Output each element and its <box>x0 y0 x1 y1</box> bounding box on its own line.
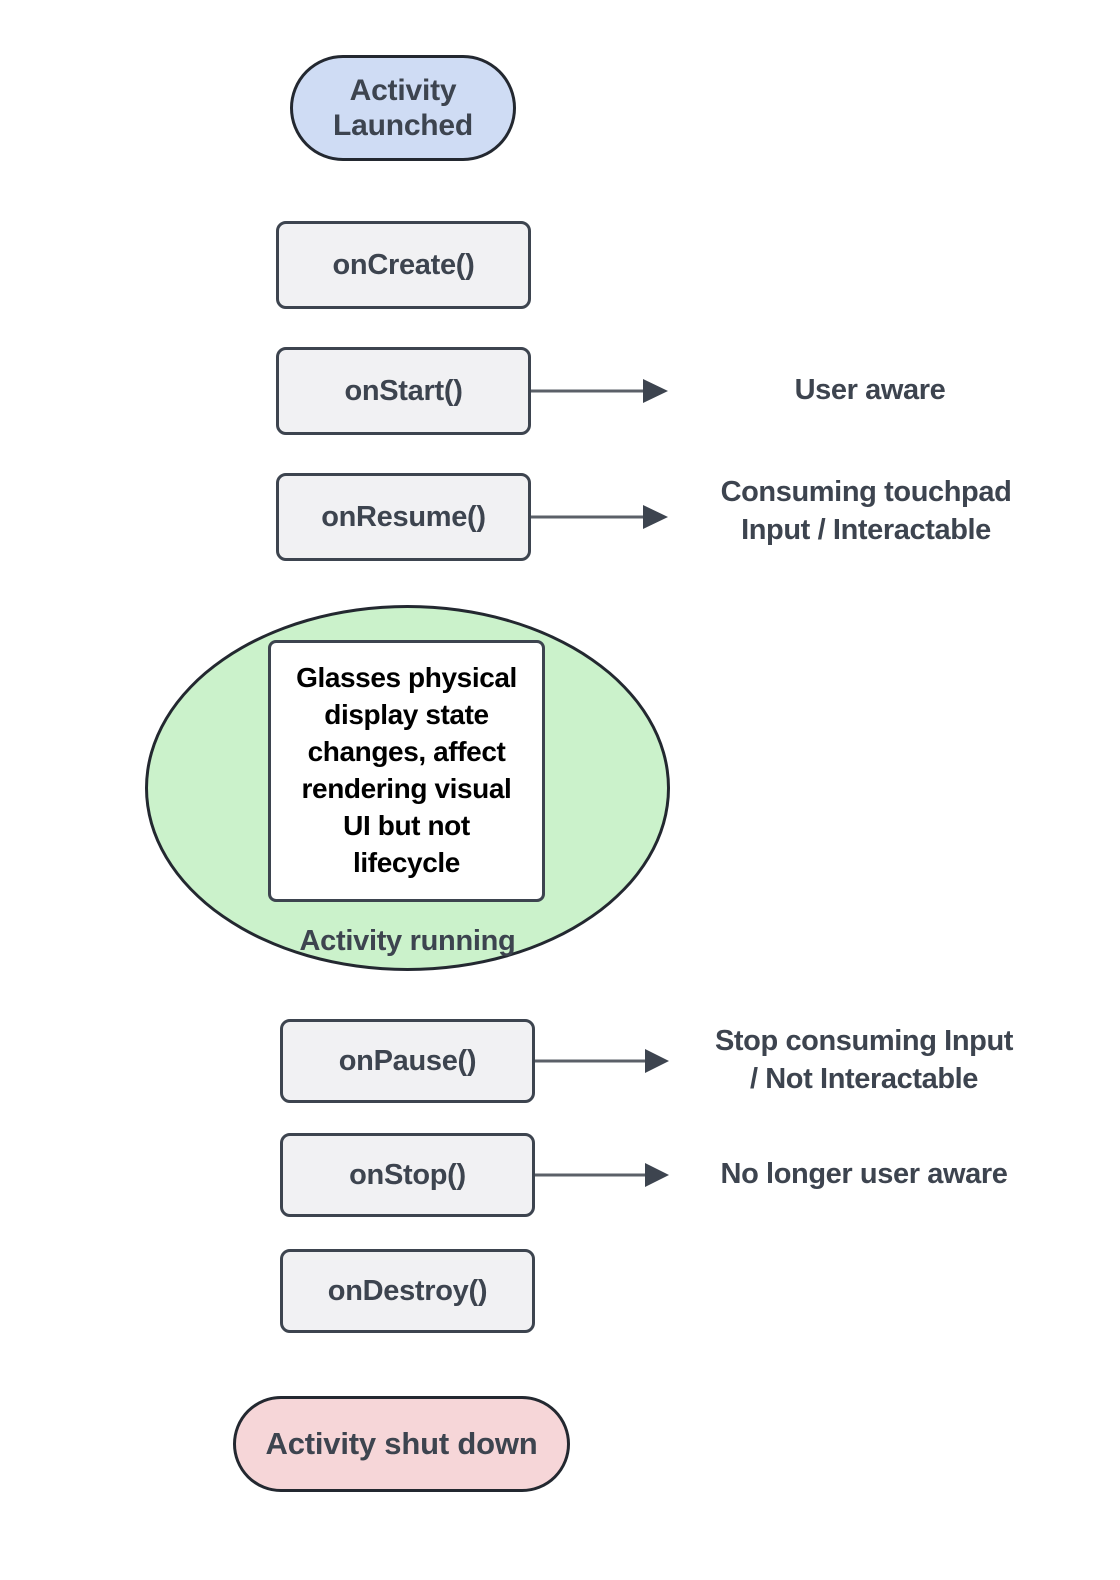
annotation-stop-consuming-line-2: / Not Interactable <box>749 1062 979 1095</box>
activity-launched-label: Activity Launched <box>333 73 473 144</box>
annotation-user-aware-text: User aware <box>794 374 946 407</box>
annotation-consuming-input-line-1: Consuming touchpad <box>720 476 1012 508</box>
activity-running-caption: Activity running <box>145 925 670 958</box>
lifecycle-box-ondestroy[interactable]: onDestroy() <box>280 1249 535 1333</box>
arrow-onresume-to-consuming-input <box>531 501 671 533</box>
activity-launched-line-2: Launched <box>332 109 474 142</box>
annotation-no-longer-user-aware-text: No longer user aware <box>720 1158 1008 1191</box>
lifecycle-box-onstop[interactable]: onStop() <box>280 1133 535 1217</box>
annotation-no-longer-user-aware: No longer user aware <box>684 1152 1044 1198</box>
annotation-consuming-input: Consuming touchpad Input / Interactable <box>690 474 1042 558</box>
note-line-3: changes, affect <box>307 736 506 768</box>
annotation-stop-consuming-input: Stop consuming Input / Not Interactable <box>684 1023 1044 1107</box>
lifecycle-box-onresume[interactable]: onResume() <box>276 473 531 561</box>
glasses-display-note-text: Glasses physical display state changes, … <box>296 660 517 882</box>
arrow-onstart-to-user-aware <box>531 375 671 407</box>
arrow-onpause-to-stop-consuming <box>535 1045 675 1077</box>
lifecycle-box-onstart-label: onStart() <box>344 374 463 407</box>
lifecycle-box-onstop-label: onStop() <box>349 1158 466 1191</box>
activity-shutdown-node: Activity shut down <box>233 1396 570 1492</box>
note-line-5: UI but not <box>343 809 470 841</box>
lifecycle-box-onresume-label: onResume() <box>321 500 486 533</box>
lifecycle-box-oncreate-label: onCreate() <box>332 248 475 281</box>
note-line-6: lifecycle <box>353 846 460 878</box>
annotation-stop-consuming-line-1: Stop consuming Input <box>714 1025 1014 1057</box>
activity-running-caption-text: Activity running <box>299 925 516 957</box>
glasses-display-note-box: Glasses physical display state changes, … <box>268 640 545 902</box>
note-line-2: display state <box>324 699 489 731</box>
activity-launched-node: Activity Launched <box>290 55 516 161</box>
lifecycle-box-onpause-label: onPause() <box>338 1044 477 1077</box>
annotation-consuming-input-line-2: Input / Interactable <box>741 513 991 546</box>
note-line-4: rendering visual <box>301 773 512 804</box>
lifecycle-box-onstart[interactable]: onStart() <box>276 347 531 435</box>
note-line-1: Glasses physical <box>296 662 517 694</box>
activity-shutdown-label: Activity shut down <box>265 1425 538 1461</box>
activity-launched-line-1: Activity <box>349 73 457 107</box>
annotation-user-aware: User aware <box>690 368 1050 414</box>
lifecycle-box-onpause[interactable]: onPause() <box>280 1019 535 1103</box>
lifecycle-box-ondestroy-label: onDestroy() <box>327 1274 488 1307</box>
lifecycle-box-oncreate[interactable]: onCreate() <box>276 221 531 309</box>
arrow-onstop-to-no-longer-aware <box>535 1159 675 1191</box>
